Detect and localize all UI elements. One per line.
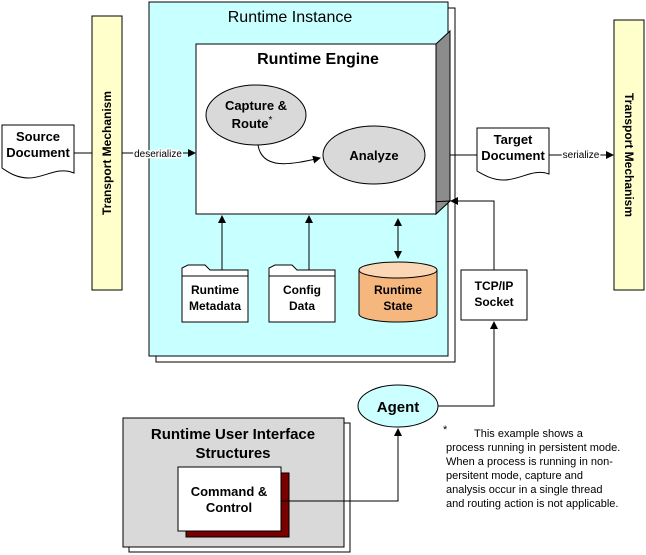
serialize-label: serialize — [563, 150, 600, 161]
runtime-state-node[interactable]: Runtime State — [358, 261, 438, 323]
source-document-node[interactable]: Source Document — [1, 124, 75, 179]
tcpip-socket-node[interactable]: TCP/IP Socket — [460, 269, 528, 321]
transport-mechanism-right: Transport Mechanism — [613, 19, 645, 291]
footnote-line-5: analysis occur in a single thread — [446, 484, 603, 496]
agent-label: Agent — [377, 399, 420, 416]
target-document-node[interactable]: Target Document — [476, 127, 550, 181]
footnote-line-3: When a process is running in non- — [446, 456, 613, 468]
ui-structures-title-1: Runtime User Interface — [151, 426, 315, 443]
command-control-node[interactable]: Command & Control — [177, 466, 290, 538]
config-data-node[interactable]: Config Data — [268, 264, 336, 323]
command-control-label-2: Control — [206, 500, 252, 515]
source-document-label-2: Document — [6, 145, 70, 160]
deserialize-label: deserialize — [134, 149, 182, 160]
footnote-line-1: This example shows a — [474, 428, 583, 440]
agent-node[interactable]: Agent — [357, 384, 439, 428]
runtime-metadata-label-2: Metadata — [189, 299, 241, 313]
capture-route-label-2: Route* — [232, 115, 273, 131]
transport-mechanism-left-label: Transport Mechanism — [100, 91, 114, 215]
command-control-label-1: Command & — [191, 484, 268, 499]
transport-mechanism-left: Transport Mechanism — [91, 15, 123, 291]
analyze-label: Analyze — [349, 148, 398, 163]
runtime-metadata-node[interactable]: Runtime Metadata — [181, 264, 249, 323]
runtime-state-label-2: State — [383, 299, 413, 313]
footnote-line-6: and routing action is not applicable. — [446, 498, 619, 510]
capture-to-analyze-arrow — [257, 144, 321, 165]
footnote-line-4: persitent mode, capture and — [446, 470, 583, 482]
footnote-asterisk: * — [443, 424, 448, 436]
capture-route-word: Route — [232, 116, 269, 131]
footnote-line-2: process running in persistent mode. — [446, 442, 621, 454]
runtime-metadata-label-1: Runtime — [191, 283, 239, 297]
control-to-agent-arrow — [281, 428, 402, 502]
capture-route-node[interactable]: Capture & Route* — [205, 84, 307, 146]
footnote-text: This example shows a process running in … — [446, 427, 642, 511]
target-document-label-1: Target — [494, 132, 533, 147]
transport-mechanism-right-label: Transport Mechanism — [622, 93, 636, 217]
config-data-label-1: Config — [283, 283, 321, 297]
runtime-state-label-1: Runtime — [374, 283, 422, 297]
capture-route-asterisk: * — [268, 115, 272, 126]
socket-to-engine-arrow — [450, 197, 495, 270]
tcpip-socket-label-1: TCP/IP — [475, 279, 514, 293]
capture-route-label-1: Capture & — [225, 98, 287, 113]
target-document-label-2: Document — [481, 148, 545, 163]
tcpip-socket-label-2: Socket — [474, 295, 513, 309]
runtime-engine-title: Runtime Engine — [257, 51, 379, 68]
ui-structures-title-2: Structures — [195, 445, 270, 462]
runtime-instance-title: Runtime Instance — [228, 9, 353, 26]
source-document-label-1: Source — [16, 129, 60, 144]
agent-to-socket-arrow — [438, 321, 498, 407]
analyze-node[interactable]: Analyze — [322, 125, 426, 185]
config-data-label-2: Data — [289, 299, 315, 313]
